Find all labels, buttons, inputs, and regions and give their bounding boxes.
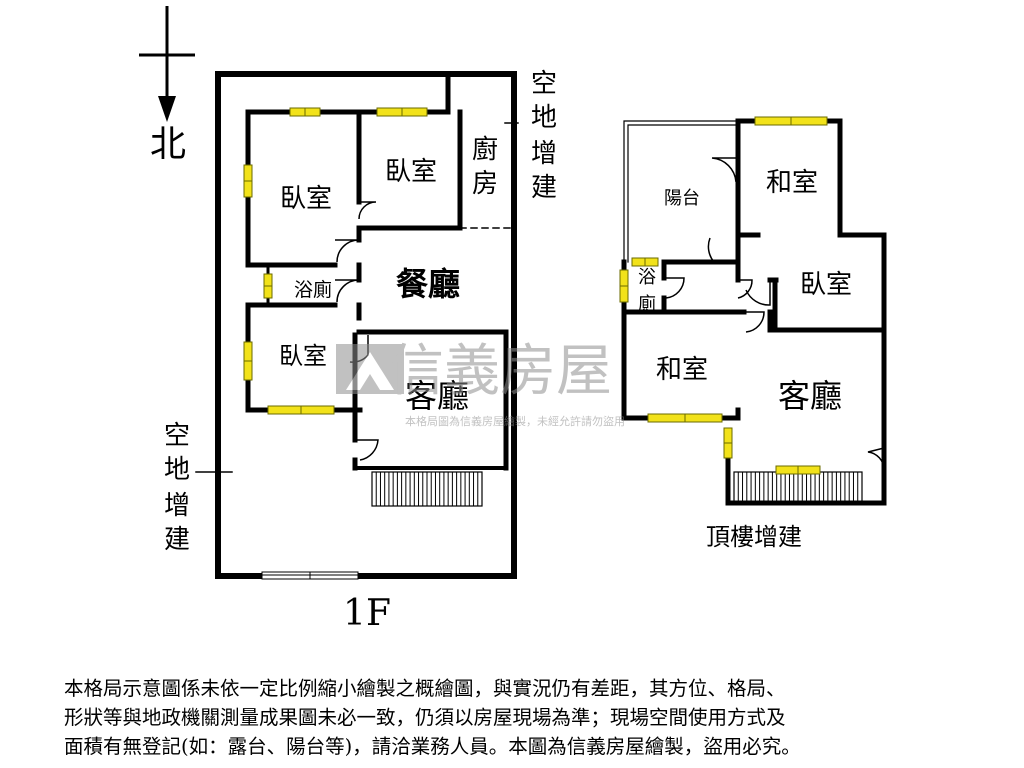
svg-text:空: 空 (164, 421, 190, 451)
label-bedroom-top-right: 臥室 (385, 157, 437, 187)
disclaimer-line-3: 面積有無登記(如：露台、陽台等)，請洽業務人員。本圖為信義房屋繪製，盜用必究。 (64, 735, 801, 758)
disclaimer-line-2: 形狀等與地政機關測量成果圖未必一致，仍須以房屋現場為準；現場空間使用方式及 (64, 706, 786, 729)
label-kitchen-2: 房 (472, 169, 498, 199)
floor1-outer-wall (215, 71, 517, 579)
disclaimer: 本格局示意圖係未依一定比例縮小繪製之概繪圖，與實況仍有差距，其方位、格局、 形狀… (64, 674, 964, 761)
rooftop-title: 頂樓增建 (706, 523, 802, 551)
svg-text:建: 建 (531, 173, 557, 203)
label-rooftop-bath-bottom: 廁 (638, 293, 656, 315)
label-kitchen-1: 廚 (472, 135, 498, 165)
label-rooftop-bath-top: 浴 (638, 267, 656, 288)
floor1-windows (243, 107, 428, 415)
label-rooftop-living: 客廳 (778, 377, 842, 415)
watermark: 信義房屋 本格局圖為信義房屋繪製，未經允許請勿盜用 (336, 339, 625, 428)
label-tatami-bottom: 和室 (656, 355, 708, 385)
label-rooftop-bedroom: 臥室 (800, 270, 852, 300)
floor1-stairs (371, 471, 483, 507)
watermark-brand: 信義房屋 (388, 339, 612, 404)
label-balcony: 陽台 (664, 188, 700, 209)
disclaimer-line-1: 本格局示意圖係未依一定比例縮小繪製之概繪圖，與實況仍有差距，其方位、格局、 (64, 677, 786, 700)
rooftop-windows (619, 116, 828, 475)
label-bath: 浴廁 (294, 278, 332, 301)
compass: 北 (139, 6, 195, 165)
svg-text:建: 建 (164, 525, 190, 555)
north-label: 北 (150, 124, 186, 165)
label-living-1f: 客廳 (405, 377, 469, 415)
rooftop-doors (663, 157, 885, 471)
rooftop-stairs (733, 471, 863, 503)
watermark-notice: 本格局圖為信義房屋繪製，未經允許請勿盜用 (405, 414, 625, 428)
svg-text:增: 增 (531, 139, 557, 169)
label-bedroom-lower: 臥室 (279, 342, 327, 370)
svg-text:地: 地 (531, 103, 557, 133)
north-arrow-icon (158, 96, 176, 122)
svg-text:空: 空 (531, 69, 557, 99)
floor1-sliding-door (261, 571, 359, 580)
svg-text:地: 地 (164, 455, 190, 485)
svg-text:增: 增 (164, 491, 190, 521)
label-dining: 餐廳 (396, 265, 460, 303)
watermark-logo-icon (336, 344, 404, 394)
floor1-title: 1F (343, 593, 391, 634)
label-bedroom-top-left: 臥室 (280, 184, 332, 214)
label-tatami-top: 和室 (766, 168, 818, 198)
